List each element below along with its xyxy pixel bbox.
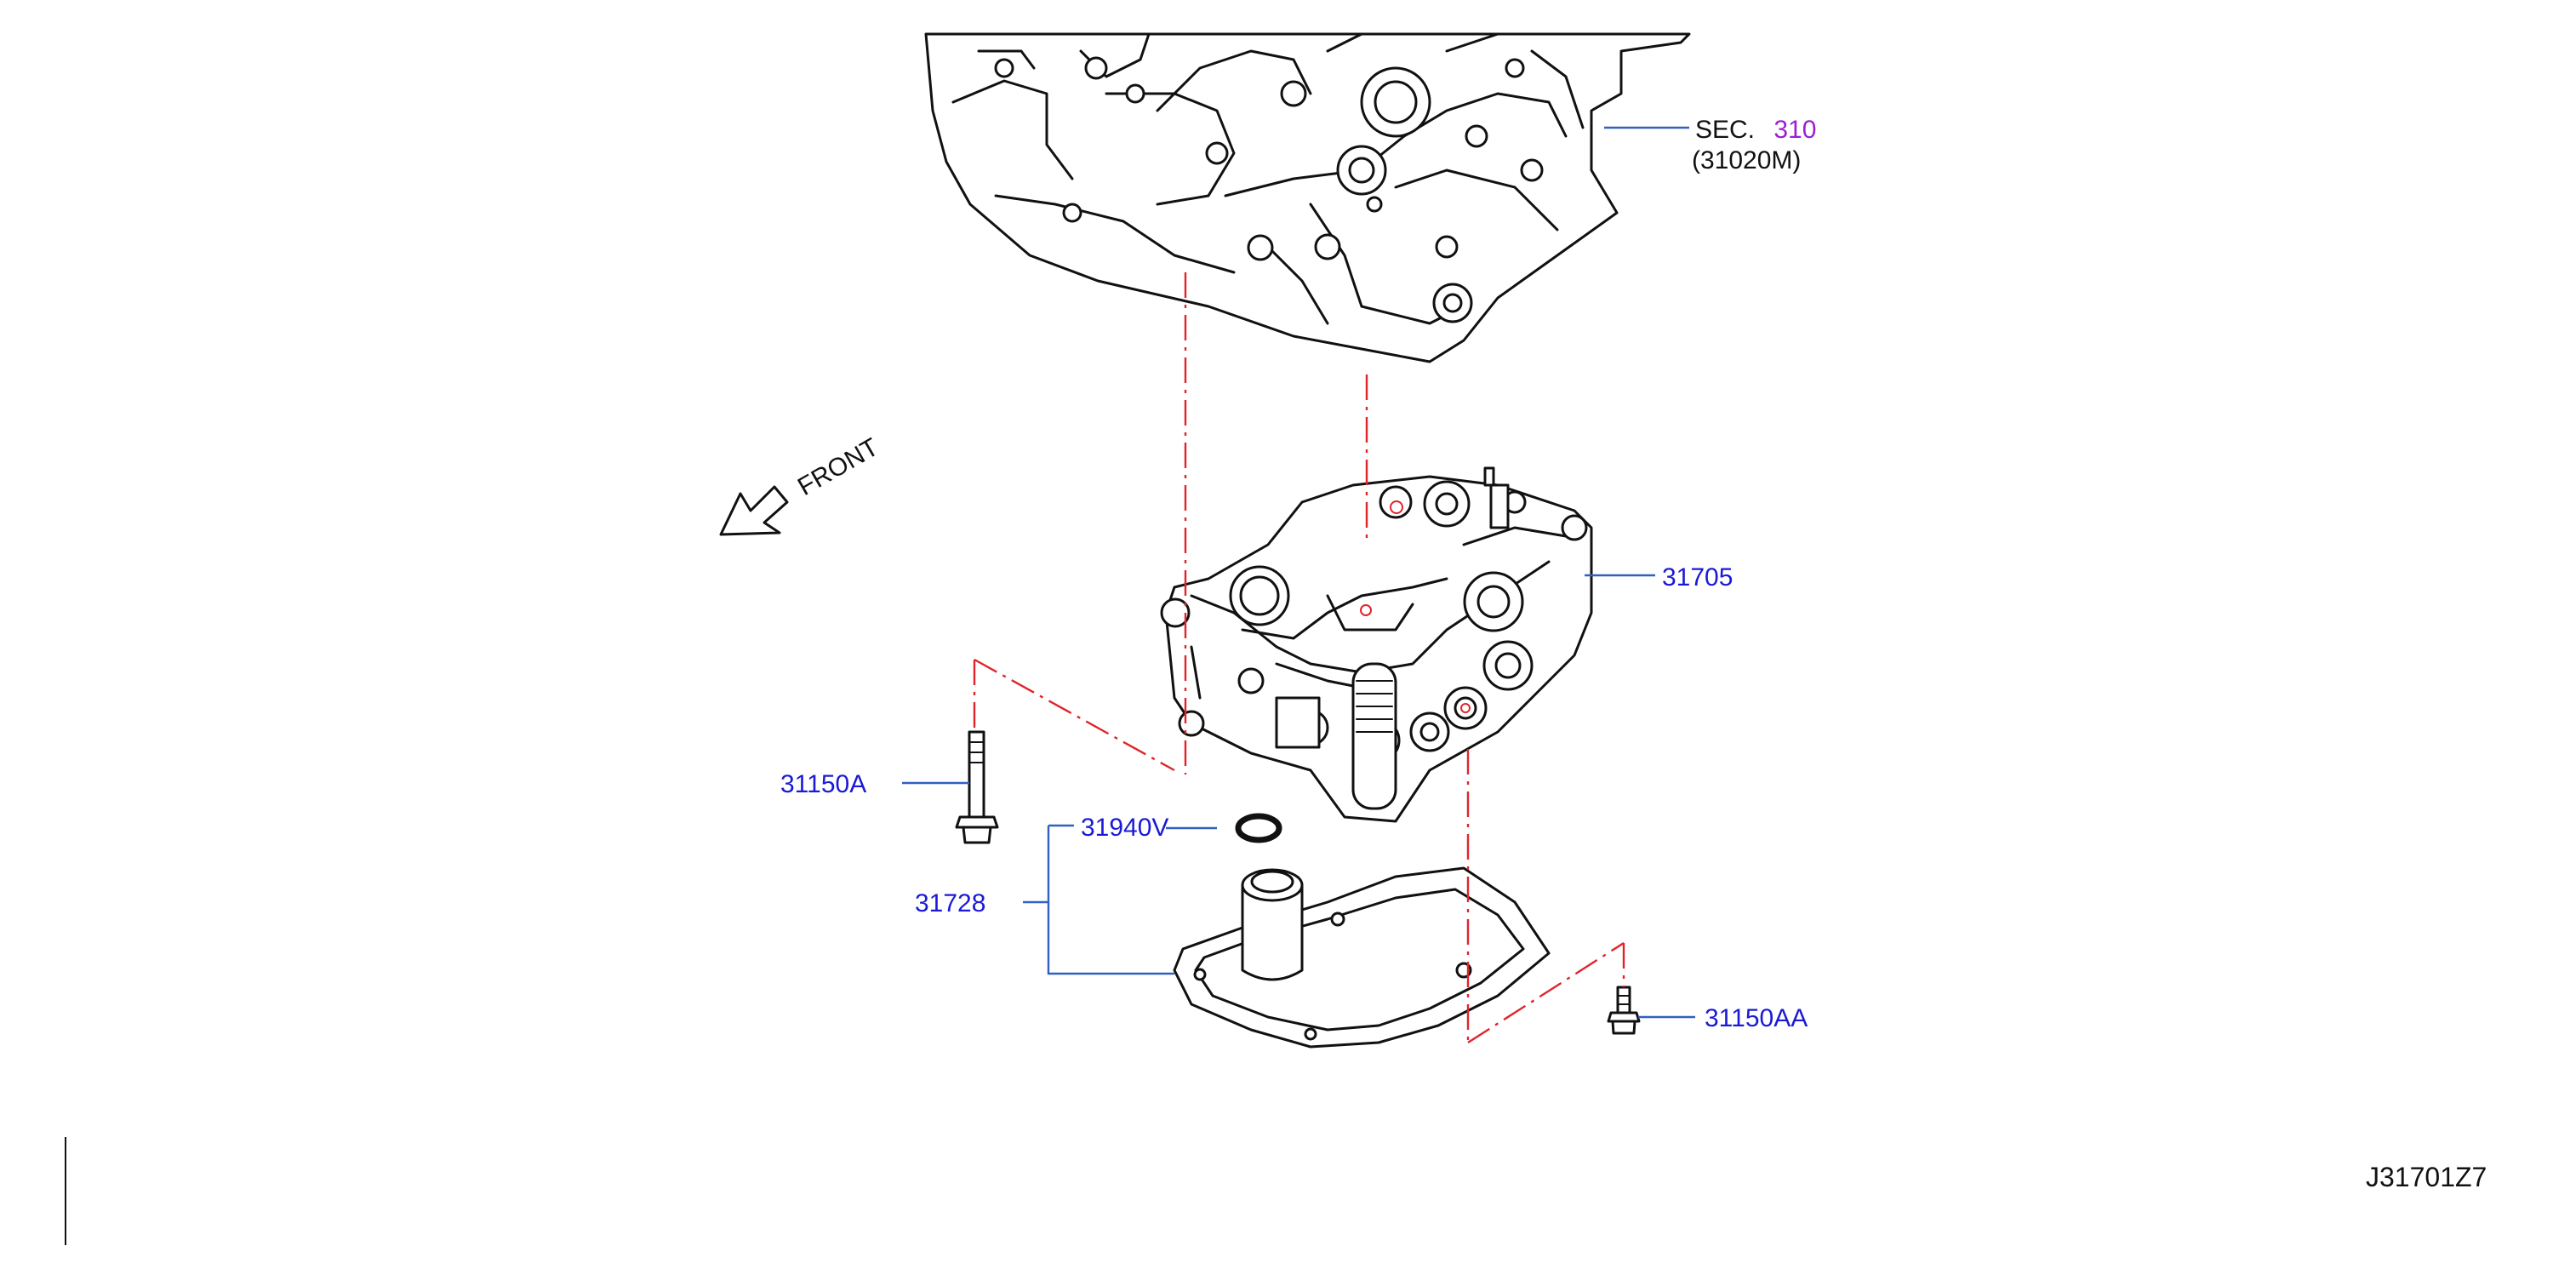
transmission-case-illustration: [924, 32, 1691, 363]
section-prefix: SEC.: [1695, 116, 1755, 144]
oil-strainer-illustration: [1173, 866, 1551, 1049]
part-label-31150AA: 31150AA: [1705, 1004, 1808, 1032]
o-ring-illustration: [1235, 813, 1282, 843]
short-bolt-illustration: [1607, 986, 1641, 1035]
part-label-31150A: 31150A: [780, 770, 866, 798]
long-bolt-illustration: [955, 730, 999, 844]
part-label-31705: 31705: [1662, 563, 1733, 591]
part-label-31940V: 31940V: [1081, 814, 1168, 842]
front-arrow-icon: [719, 485, 789, 536]
control-valve-assembly-illustration: [1160, 466, 1593, 823]
assembly-centerlines: [973, 272, 1625, 1044]
section-number: 310: [1773, 116, 1816, 144]
front-label: FRONT: [793, 433, 883, 501]
diagram-code: J31701Z7: [2366, 1162, 2487, 1192]
leader-lines: [902, 126, 1695, 1019]
section-subreference: (31020M): [1692, 146, 1801, 174]
part-label-31728: 31728: [915, 889, 985, 917]
section-reference: SEC. 310: [1695, 116, 1816, 144]
